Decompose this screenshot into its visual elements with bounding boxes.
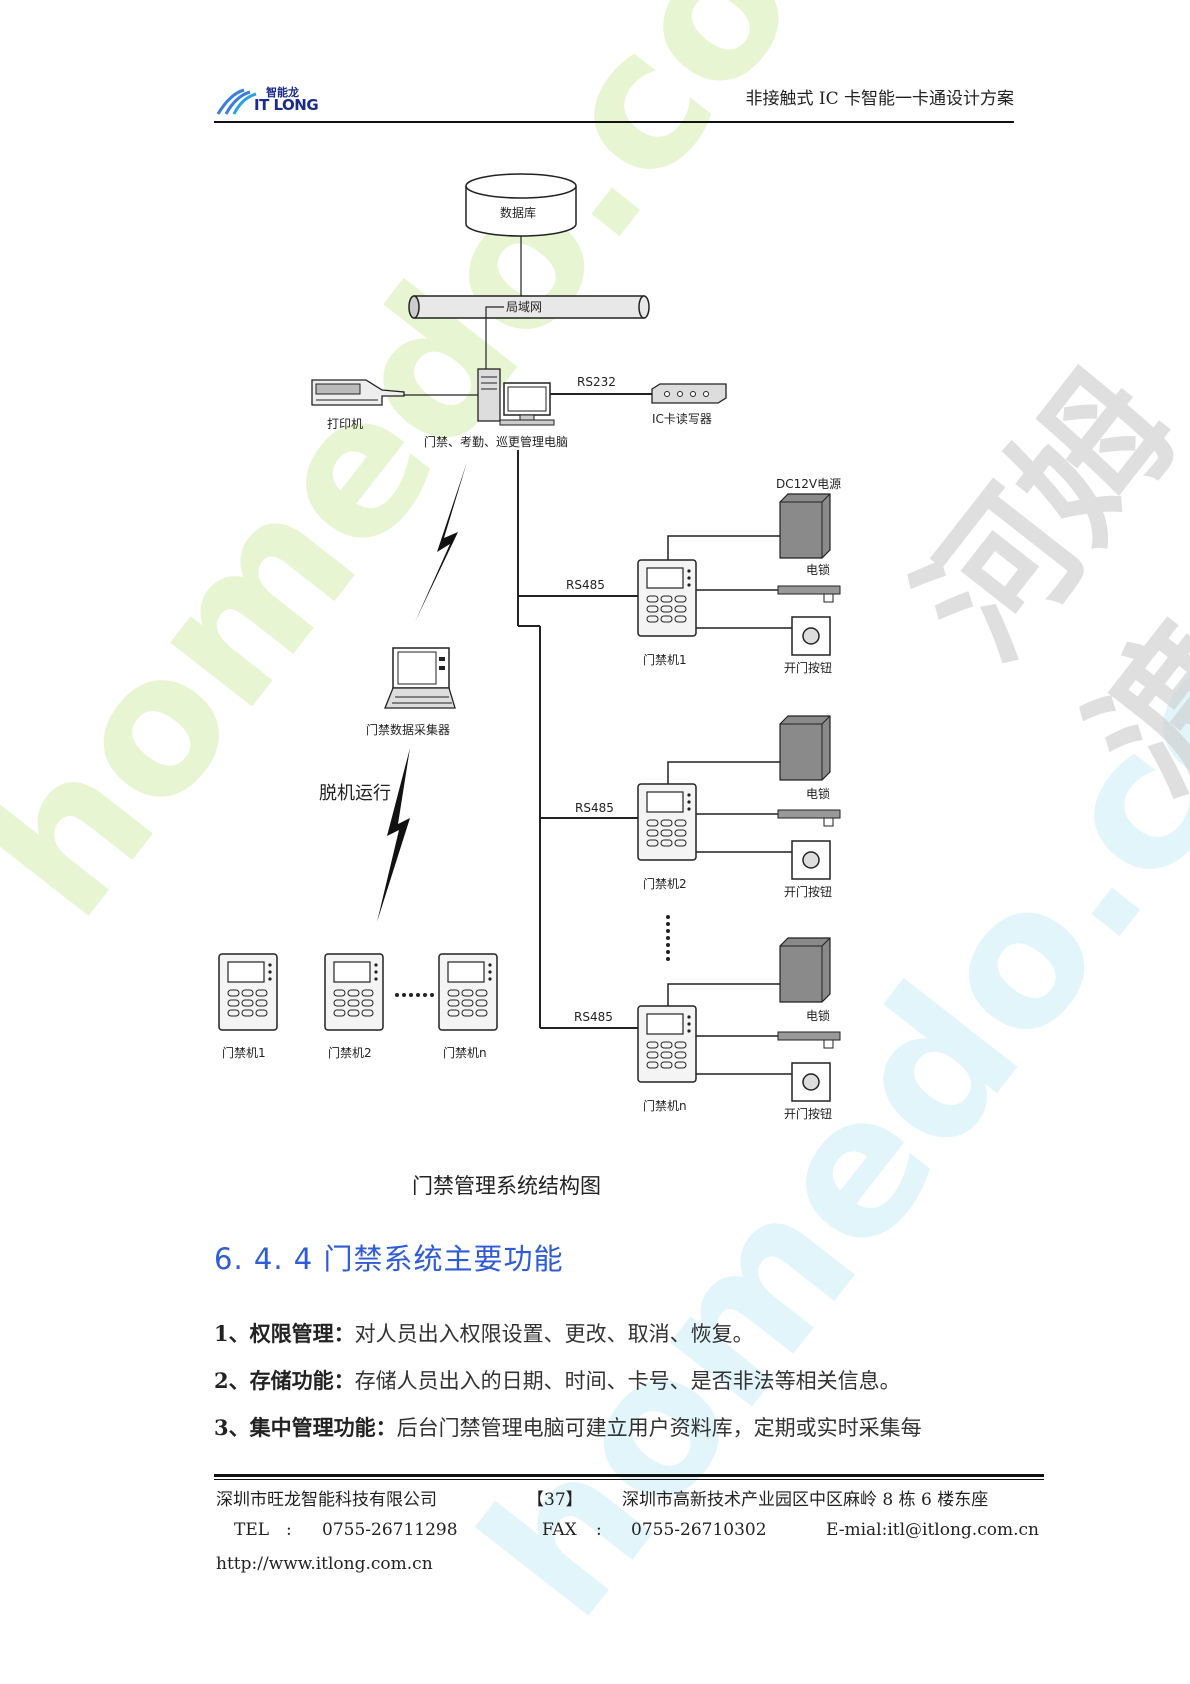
ic-reader-icon [651, 383, 727, 404]
function-item-1-text: 对人员出入权限设置、更改、取消、恢复。 [354, 1322, 754, 1346]
header-divider [214, 121, 1014, 123]
controller-2-icon [637, 783, 697, 861]
exit-button-n-label: 开门按钮 [784, 1106, 832, 1121]
ellipsis-dots-icon [395, 993, 434, 997]
power-supply-2-icon [779, 715, 831, 781]
electric-lock-1-icon [777, 585, 841, 603]
wireless-bolt-icon-1 [415, 462, 467, 622]
logo-top-text: 智能龙 [266, 86, 299, 99]
logo-swoosh-icon [216, 88, 257, 115]
fax-number: 0755-26710302 [631, 1520, 767, 1540]
footer-url[interactable]: http://www.itlong.com.cn [216, 1554, 433, 1574]
power-supply-label: DC12V电源 [776, 477, 841, 491]
offline-controller-1-icon [218, 953, 278, 1031]
database-label: 数据库 [500, 205, 536, 220]
exit-button-1-icon [791, 616, 831, 656]
lan-label: 局域网 [506, 300, 542, 314]
vertical-ellipsis-icon [666, 915, 670, 961]
diagram-caption: 门禁管理系统结构图 [412, 1174, 601, 1198]
rs485-label-1: RS485 [566, 578, 605, 592]
controller-n-label: 门禁机n [643, 1098, 687, 1113]
footer-company: 深圳市旺龙智能科技有限公司 [216, 1490, 437, 1510]
management-computer-icon [477, 368, 555, 426]
tel-number: 0755-26711298 [322, 1520, 458, 1540]
tel-label: TEL [234, 1520, 270, 1540]
function-item-2: 2、存储功能：存储人员出入的日期、时间、卡号、是否非法等相关信息。 [214, 1365, 901, 1395]
data-collector-icon [384, 647, 456, 709]
lock-2-label: 电锁 [806, 786, 830, 801]
controller-2-label: 门禁机2 [643, 876, 687, 891]
function-item-2-text: 存储人员出入的日期、时间、卡号、是否非法等相关信息。 [354, 1369, 901, 1393]
offline-controller-2-icon [324, 953, 384, 1031]
footer-divider-thin [214, 1479, 1044, 1480]
lan-pipe-icon [408, 295, 650, 319]
controller-1-icon [637, 559, 697, 637]
rs485-label-2: RS485 [575, 801, 614, 815]
function-item-3-text: 后台门禁管理电脑可建立用户资料库，定期或实时采集每 [396, 1416, 922, 1440]
rs232-label: RS232 [577, 375, 616, 389]
tel-separator: : [286, 1520, 292, 1540]
offline-controller-n-label: 门禁机n [443, 1045, 487, 1060]
offline-controller-2-label: 门禁机2 [328, 1045, 372, 1060]
computer-label: 门禁、考勤、巡更管理电脑 [424, 434, 568, 449]
ic-reader-label: IC卡读写器 [652, 412, 712, 426]
printer-icon [311, 379, 405, 406]
lock-n-label: 电锁 [806, 1008, 830, 1023]
lock-1-label: 电锁 [806, 562, 830, 577]
wireless-bolt-icon-2 [377, 748, 410, 922]
footer-address: 深圳市高新技术产业园区中区麻岭 8 栋 6 楼东座 [622, 1490, 989, 1510]
power-supply-n-icon [779, 937, 831, 1003]
rs485-label-n: RS485 [574, 1010, 613, 1024]
function-item-3: 3、集中管理功能：后台门禁管理电脑可建立用户资料库，定期或实时采集每 [214, 1412, 922, 1442]
printer-label: 打印机 [327, 417, 363, 431]
exit-button-2-label: 开门按钮 [784, 884, 832, 899]
company-logo: 智能龙 IT LONG [214, 82, 324, 118]
offline-label: 脱机运行 [319, 783, 391, 804]
function-item-1: 1、权限管理：对人员出入权限设置、更改、取消、恢复。 [214, 1318, 754, 1348]
power-supply-1-icon [779, 493, 831, 559]
logo-main-text: IT LONG [254, 96, 319, 114]
fax-separator: : [596, 1520, 602, 1540]
section-heading: 6. 4. 4 门禁系统主要功能 [214, 1242, 564, 1276]
electric-lock-2-icon [777, 809, 841, 827]
access-control-diagram: 数据库 局域网 打印机 门禁、考勤、巡更管理电脑 RS232 IC卡读写器 [218, 173, 841, 1121]
document-title: 非接触式 IC 卡智能一卡通设计方案 [745, 89, 1014, 109]
exit-button-2-icon [791, 840, 831, 880]
offline-controller-1-label: 门禁机1 [222, 1045, 266, 1060]
exit-button-1-label: 开门按钮 [784, 660, 832, 675]
electric-lock-n-icon [777, 1031, 841, 1049]
footer-divider-thick [214, 1474, 1044, 1477]
fax-label: FAX [542, 1520, 577, 1540]
footer-email[interactable]: E-mial:itl@itlong.com.cn [826, 1520, 1039, 1540]
collector-label: 门禁数据采集器 [366, 722, 450, 737]
exit-button-n-icon [791, 1062, 831, 1102]
controller-1-label: 门禁机1 [643, 652, 687, 667]
offline-controller-n-icon [438, 953, 498, 1031]
controller-n-icon [637, 1005, 697, 1083]
function-item-1-label: 1、权限管理： [214, 1321, 355, 1346]
database-icon [465, 173, 577, 237]
function-item-2-label: 2、存储功能： [214, 1368, 355, 1393]
function-item-3-label: 3、集中管理功能： [214, 1415, 397, 1440]
page-number: 【37】 [527, 1490, 583, 1510]
